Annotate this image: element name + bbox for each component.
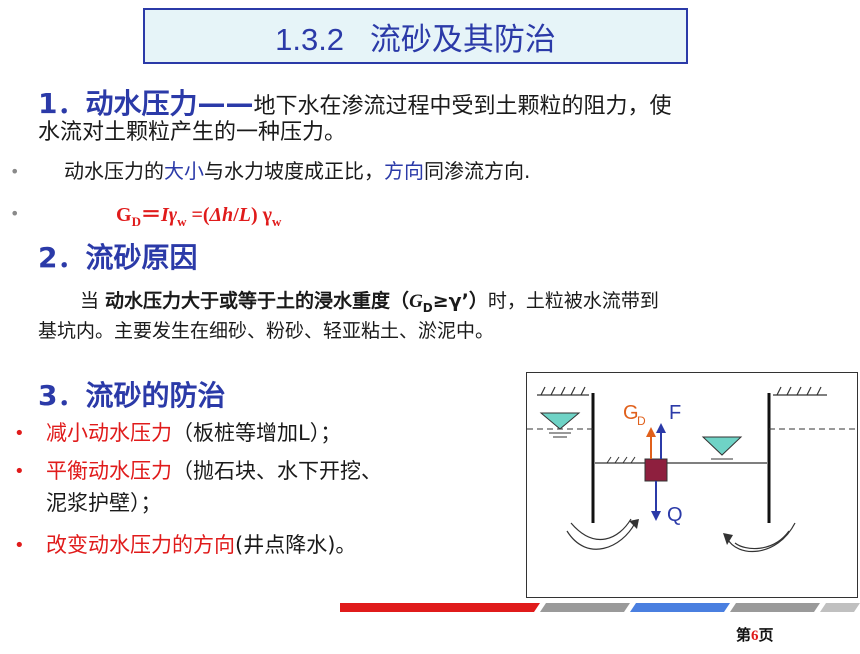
water-triangle-left-icon bbox=[539, 412, 581, 438]
item3-black: (井点降水)。 bbox=[235, 533, 357, 557]
footer-bar-red bbox=[340, 603, 540, 612]
item2-black: （抛石块、水下开挖、 bbox=[172, 459, 382, 483]
bullet1-highlight-direction: 方向 bbox=[384, 159, 424, 183]
flow-arrow-left-icon bbox=[629, 519, 639, 529]
flow-curve-left bbox=[566, 522, 636, 550]
bullet-dot: • bbox=[10, 162, 20, 181]
footer-bar-gray-1 bbox=[540, 603, 630, 612]
section2-heading: 2．流砂原因 bbox=[38, 241, 198, 274]
ground-hatch-right bbox=[773, 386, 827, 396]
section1-heading: 1．动水压力 bbox=[38, 87, 198, 120]
page-prefix: 第 bbox=[736, 628, 752, 644]
page-num: 6 bbox=[751, 628, 759, 644]
formula-slash: / bbox=[233, 204, 239, 226]
flow-curve-right-2 bbox=[734, 530, 790, 550]
section1-dash: —— bbox=[197, 87, 254, 120]
f-arrowhead bbox=[656, 423, 666, 433]
flow-curve-left-2 bbox=[570, 518, 632, 541]
section3-item-3: 改变动水压力的方向(井点降水)。 bbox=[46, 530, 356, 560]
excavation-hatch bbox=[606, 456, 636, 464]
section2-ge: ≥γ’） bbox=[432, 290, 488, 312]
bullet1-text-b: 与水力坡度成正比， bbox=[204, 159, 384, 183]
formula-eq: ＝ bbox=[140, 204, 161, 226]
soil-particle bbox=[644, 458, 668, 482]
formula-close: ) γ bbox=[250, 204, 272, 226]
section1-definition-line1: 地下水在渗流过程中受到土颗粒的阻力，使 bbox=[253, 94, 672, 119]
item1-red: 减小动水压力 bbox=[46, 421, 172, 445]
page-suffix: 页 bbox=[758, 628, 774, 644]
formula-sub-w2: w bbox=[271, 214, 282, 229]
bullet-dot: • bbox=[10, 204, 20, 223]
section2-bold: 动水压力大于或等于土的浸水重度（ bbox=[105, 290, 410, 312]
quicksand-diagram: G D F Q bbox=[526, 372, 858, 598]
q-arrowhead bbox=[651, 511, 661, 521]
bullet1-highlight-size: 大小 bbox=[164, 159, 204, 183]
bullet1-text-a: 动水压力的 bbox=[64, 159, 164, 183]
label-f: F bbox=[669, 402, 681, 424]
label-q: Q bbox=[667, 504, 683, 526]
formula-dh: Δh bbox=[209, 204, 234, 226]
section3-item-2-cont: 泥浆护壁）； bbox=[46, 488, 162, 518]
section2-line2: 基坑内。主要发生在细砂、粉砂、轻亚粘土、淤泥中。 bbox=[38, 320, 495, 342]
bullet-dot: • bbox=[14, 461, 25, 482]
bullet1-text-c: 同渗流方向. bbox=[424, 159, 531, 183]
section1-bullet1: 动水压力的大小与水力坡度成正比，方向同渗流方向. bbox=[64, 156, 530, 186]
section2-line1: 当 动水压力大于或等于土的浸水重度（GD≥γ’）时，土粒被水流带到 bbox=[80, 286, 659, 323]
item2-cont: 泥浆护壁）； bbox=[46, 491, 162, 515]
formula-l: L bbox=[238, 204, 251, 226]
section2-rest: 时，土粒被水流带到 bbox=[487, 290, 659, 312]
formula-sub-d: D bbox=[131, 214, 141, 229]
section2-sub-d: D bbox=[422, 300, 433, 315]
gd-arrowhead bbox=[646, 427, 656, 437]
formula: GD＝Iγw =(Δh/L) γw bbox=[116, 198, 281, 230]
flow-arrow-right-icon bbox=[723, 533, 733, 545]
section3-item-1: 减小动水压力（板桩等增加L）； bbox=[46, 418, 341, 448]
label-g: G bbox=[623, 402, 639, 424]
section2-g: G bbox=[409, 291, 423, 312]
slide-title-text: 1.3.2 流砂及其防治 bbox=[275, 21, 556, 57]
bullet-dot: • bbox=[14, 423, 25, 444]
water-triangle-right-icon bbox=[701, 436, 743, 464]
ground-hatch-left bbox=[537, 386, 589, 396]
flow-curve-right bbox=[726, 522, 796, 553]
slide-title: 1.3.2 流砂及其防治 bbox=[143, 8, 688, 64]
item2-red: 平衡动水压力 bbox=[46, 459, 172, 483]
formula-i-gamma: Iγ bbox=[160, 204, 178, 226]
section1-heading-line: 1．动水压力——地下水在渗流过程中受到土颗粒的阻力，使 bbox=[38, 82, 672, 122]
footer-bar-blue bbox=[630, 603, 730, 612]
bullet-dot: • bbox=[14, 535, 25, 556]
footer-bar-gray-3 bbox=[820, 603, 860, 612]
item3-red: 改变动水压力的方向 bbox=[46, 533, 235, 557]
label-g-sub-d: D bbox=[637, 414, 646, 428]
section3-item-2: 平衡动水压力（抛石块、水下开挖、 bbox=[46, 456, 382, 486]
formula-g: G bbox=[116, 204, 132, 226]
item1-black: （板桩等增加L）； bbox=[172, 421, 342, 445]
formula-sub-w1: w bbox=[177, 214, 187, 229]
section3-heading: 3．流砂的防治 bbox=[38, 379, 226, 412]
formula-mid: =( bbox=[186, 204, 210, 226]
footer-bars bbox=[340, 603, 860, 612]
section1-definition-line2: 水流对土颗粒产生的一种压力。 bbox=[38, 120, 347, 145]
section2-prefix: 当 bbox=[80, 290, 106, 312]
diagram-svg: G D F Q bbox=[527, 386, 857, 553]
page-number: 第6页 bbox=[736, 624, 774, 645]
footer-bar-gray-2 bbox=[730, 603, 820, 612]
